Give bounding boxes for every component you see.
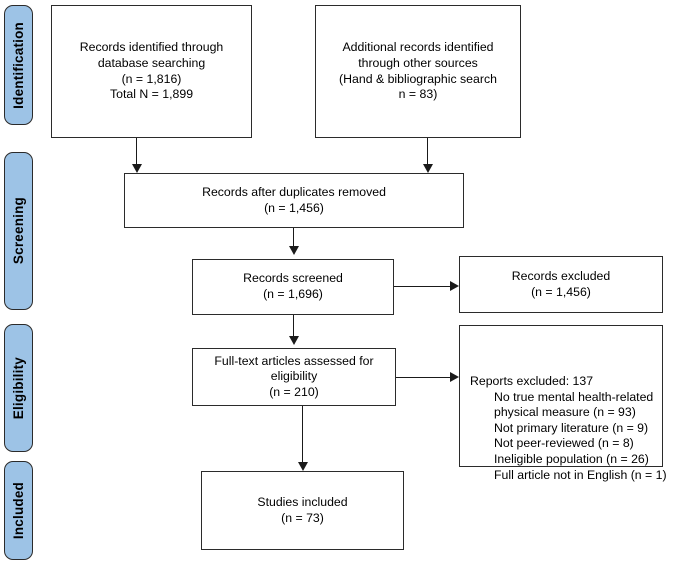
- reports-excluded-heading: Reports excluded: 137: [470, 374, 594, 388]
- box-duplicates-removed-text: Records after duplicates removed (n = 1,…: [202, 184, 386, 215]
- reports-excluded-reason: Not peer-reviewed (n = 8): [494, 436, 634, 451]
- connector-other-to-duplicates: [427, 138, 429, 166]
- connector-db-to-duplicates: [136, 138, 138, 166]
- reports-excluded-reason: Not primary literature (n = 9): [494, 420, 649, 435]
- stage-tab-eligibility: Eligibility: [4, 324, 33, 452]
- stage-tab-included-label: Included: [11, 481, 26, 540]
- stage-tab-included: Included: [4, 461, 33, 560]
- box-fulltext-assessed-text: Full-text articles assessed for eligibil…: [214, 353, 374, 399]
- stage-tab-identification: Identification: [4, 5, 33, 125]
- reports-excluded-content: Reports excluded: 137 No true mental hea…: [470, 374, 667, 483]
- box-records-identified-other: Additional records identified through ot…: [315, 5, 521, 138]
- box-records-excluded: Records excluded (n = 1,456): [459, 256, 663, 313]
- stage-tab-identification-label: Identification: [11, 21, 26, 109]
- connector-duplicates-to-screened: [293, 228, 295, 248]
- box-studies-included-text: Studies included (n = 73): [257, 494, 348, 525]
- box-records-identified-database-text: Records identified through database sear…: [79, 40, 224, 102]
- box-records-identified-other-text: Additional records identified through ot…: [339, 40, 497, 102]
- stage-tab-screening: Screening: [4, 152, 33, 310]
- connector-fulltext-to-included: [302, 406, 304, 464]
- box-records-excluded-text: Records excluded (n = 1,456): [511, 268, 611, 299]
- connector-screened-to-excluded: [394, 286, 450, 288]
- reports-excluded-reason: Ineligible population (n = 26): [494, 451, 649, 466]
- arrowhead-screened-to-excluded: [450, 281, 459, 291]
- box-records-screened: Records screened (n = 1,696): [192, 259, 394, 315]
- arrowhead-db-to-duplicates: [131, 164, 142, 173]
- arrowhead-screened-to-fulltext: [288, 336, 299, 345]
- box-records-screened-text: Records screened (n = 1,696): [243, 271, 343, 301]
- reports-excluded-reason: physical measure (n = 93): [494, 405, 636, 420]
- reports-excluded-reason: No true mental health-related: [494, 389, 654, 404]
- arrowhead-other-to-duplicates: [422, 164, 433, 173]
- box-fulltext-assessed: Full-text articles assessed for eligibil…: [192, 348, 396, 406]
- arrowhead-fulltext-to-included: [297, 462, 308, 471]
- stage-tab-screening-label: Screening: [11, 197, 26, 265]
- reports-excluded-reason: Full article not in English (n = 1): [494, 467, 667, 482]
- stage-tab-eligibility-label: Eligibility: [11, 356, 26, 420]
- connector-screened-to-fulltext: [293, 315, 295, 338]
- connector-fulltext-to-reports-excluded: [396, 377, 450, 379]
- box-studies-included: Studies included (n = 73): [201, 471, 404, 550]
- box-records-identified-database: Records identified through database sear…: [51, 5, 252, 138]
- reports-excluded-reason-list: No true mental health-related physical m…: [470, 390, 667, 484]
- box-duplicates-removed: Records after duplicates removed (n = 1,…: [124, 173, 464, 228]
- arrowhead-fulltext-to-reports-excluded: [450, 372, 459, 382]
- arrowhead-duplicates-to-screened: [288, 246, 299, 255]
- box-reports-excluded: Reports excluded: 137 No true mental hea…: [459, 325, 667, 482]
